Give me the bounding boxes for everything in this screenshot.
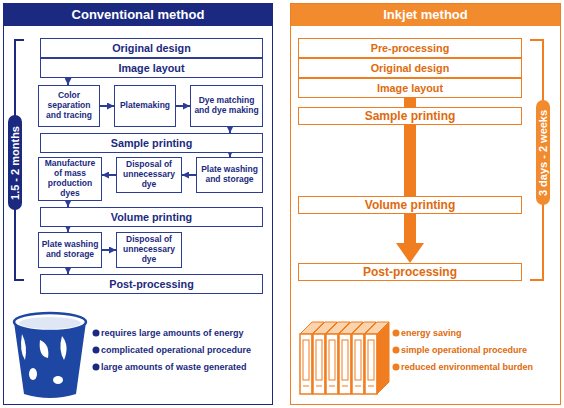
flow-arrow xyxy=(67,78,69,85)
process-box: Sample printing xyxy=(40,133,263,153)
bullet-note: complicated operational procedure xyxy=(101,343,251,357)
box-label: Post-processing xyxy=(363,265,457,279)
duration-text: 1.5 - 2 months xyxy=(9,126,21,200)
process-box: Manufacture of mass production dyes xyxy=(38,157,102,201)
process-box: Image layout xyxy=(298,78,522,98)
flow-arrow xyxy=(102,174,116,176)
flow-arrow xyxy=(404,125,416,196)
process-box: Original design xyxy=(40,38,263,58)
box-label: Post-processing xyxy=(109,277,194,291)
process-box: Dye matching and dye making xyxy=(190,85,263,127)
process-box: Plate washing and storage xyxy=(196,157,263,193)
box-label: Platemaking xyxy=(120,101,170,111)
box-label: Disposal of unnecessary dye xyxy=(119,235,179,264)
process-box: Disposal of unnecessary dye xyxy=(116,157,182,193)
flow-arrow xyxy=(404,214,416,243)
flow-arrow xyxy=(404,98,416,107)
bullet-dot xyxy=(393,330,400,371)
process-box: Sample printing xyxy=(298,107,522,125)
bullet-note: large amounts of waste generated xyxy=(101,360,247,374)
box-label: Plate washing and storage xyxy=(41,240,99,260)
process-box: Disposal of unnecessary dye xyxy=(116,232,182,268)
duration-text: 3 days - 2 weeks xyxy=(537,109,549,195)
process-box: Platemaking xyxy=(114,85,176,127)
process-box: Plate washing and storage xyxy=(38,232,102,268)
bullet-note: energy saving xyxy=(401,326,462,340)
process-box: Image layout xyxy=(40,58,263,78)
flow-arrow xyxy=(100,105,114,107)
process-box: Pre-processing xyxy=(298,38,522,58)
box-label: Manufacture of mass production dyes xyxy=(41,159,99,198)
flow-arrow xyxy=(102,249,116,251)
box-label: Disposal of unnecessary dye xyxy=(119,160,179,189)
bullet-note: reduced environmental burden xyxy=(401,360,533,374)
panel-heading: Conventional method xyxy=(4,4,272,26)
box-label: Volume printing xyxy=(365,198,455,212)
process-box: Post-processing xyxy=(298,263,522,281)
duration-band: 1.5 - 2 months xyxy=(8,115,22,210)
process-box: Color separation and tracing xyxy=(38,85,100,127)
bullet-note: requires large amounts of energy xyxy=(101,326,244,340)
box-label: Original design xyxy=(112,41,191,55)
box-label: Volume printing xyxy=(111,210,192,224)
box-label: Color separation and tracing xyxy=(41,91,97,120)
process-box: Post-processing xyxy=(40,274,263,294)
box-label: Image layout xyxy=(119,61,185,75)
box-label: Sample printing xyxy=(111,136,193,150)
box-label: Plate washing and storage xyxy=(199,165,260,185)
flow-arrow xyxy=(176,105,190,107)
method-panel: Conventional method 1.5 - 2 months Origina… xyxy=(3,3,273,405)
box-label: Original design xyxy=(371,61,450,75)
process-box: Original design xyxy=(298,58,522,78)
process-box: Volume printing xyxy=(40,207,263,227)
bucket-illustration xyxy=(14,313,86,398)
box-label: Pre-processing xyxy=(371,41,450,55)
ink-cartridge-illustration xyxy=(300,322,389,394)
bullet-note: simple operational procedure xyxy=(401,343,527,357)
box-label: Image layout xyxy=(377,81,443,95)
box-label: Dye matching and dye making xyxy=(193,96,260,116)
flow-arrow xyxy=(182,174,196,176)
method-panel: Inkjet method 3 days - 2 weeks Pre-process… xyxy=(290,3,561,405)
process-box: Volume printing xyxy=(298,196,522,214)
bullet-dot xyxy=(93,330,100,371)
box-label: Sample printing xyxy=(365,109,456,123)
panel-heading: Inkjet method xyxy=(291,4,560,26)
duration-band: 3 days - 2 weeks xyxy=(536,100,550,205)
